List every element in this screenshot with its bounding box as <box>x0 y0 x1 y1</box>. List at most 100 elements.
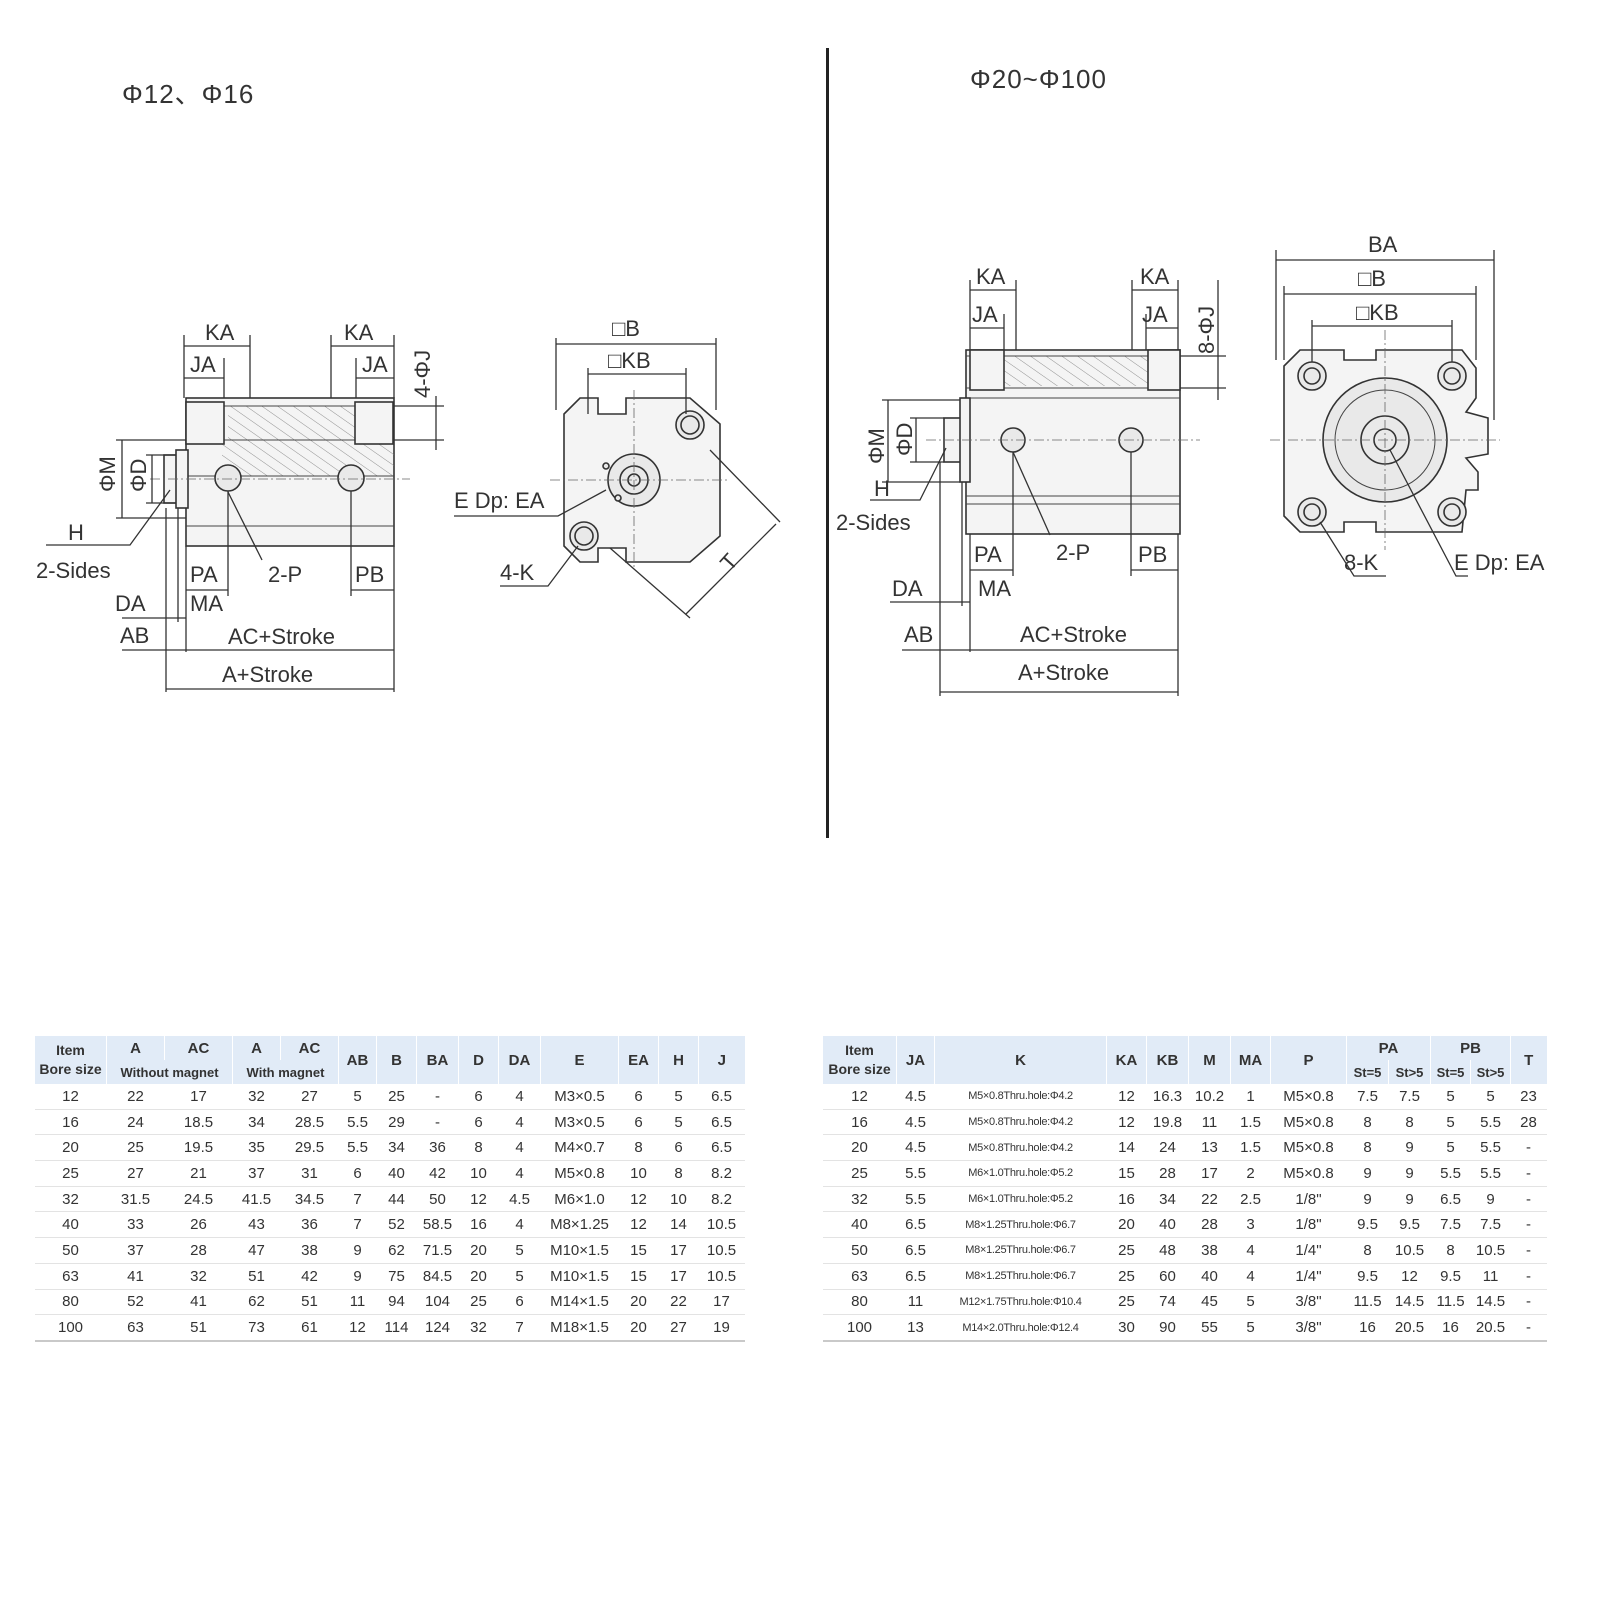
table-cell: M4×0.7 <box>540 1134 619 1162</box>
right-side-view: KA JA KA JA 8-ΦJ ΦM ΦD H 2-Sides PA PB 2… <box>836 264 1226 696</box>
table-cell: 4 <box>498 1134 541 1162</box>
table-cell: 25 <box>458 1289 499 1316</box>
table-cell: 28 <box>1146 1160 1189 1187</box>
table-cell: 8 <box>1346 1237 1389 1264</box>
table-cell: 20 <box>1106 1211 1147 1239</box>
dim-ja-1: JA <box>190 352 216 377</box>
bore-size-cell: 63 <box>822 1263 897 1290</box>
bore-size-cell: 16 <box>34 1109 107 1136</box>
dim-ma: MA <box>190 591 223 616</box>
dim-ab: AB <box>120 623 149 648</box>
table-cell: 21 <box>164 1160 233 1187</box>
dim-h: H <box>874 476 890 501</box>
table-cell: 9 <box>1470 1186 1511 1213</box>
table-cell: 30 <box>1106 1314 1147 1342</box>
port-hole-1 <box>214 464 242 492</box>
left-front-view: □B □KB T E Dp: EA 4-K <box>454 316 781 619</box>
header-a-with-magnet: A <box>232 1036 281 1060</box>
table-cell: 43 <box>232 1211 281 1239</box>
table-cell: 5 <box>338 1084 377 1110</box>
header-ab: AB <box>338 1036 377 1084</box>
table-cell: 11.5 <box>1430 1289 1471 1316</box>
table-cell: 8 <box>1430 1237 1471 1264</box>
table-cell: 5 <box>1470 1084 1511 1110</box>
table-cell: 36 <box>416 1134 459 1162</box>
table-cell: 6.5 <box>896 1211 935 1239</box>
table-cell: 6.5 <box>698 1084 745 1110</box>
table-cell: 8 <box>618 1134 659 1162</box>
table-cell: 34 <box>1146 1186 1189 1213</box>
dim-ja-1: JA <box>972 302 998 327</box>
table-cell: 34.5 <box>280 1186 339 1213</box>
table-cell: 20 <box>618 1314 659 1342</box>
table-cell: 6 <box>658 1134 699 1162</box>
bore-size-cell: 100 <box>34 1314 107 1342</box>
table-cell: - <box>1510 1134 1547 1162</box>
table-cell: M8×1.25 <box>540 1211 619 1239</box>
bore-size-cell: 12 <box>34 1084 107 1110</box>
table-cell: M8×1.25Thru.hole:Φ6.7 <box>934 1237 1107 1264</box>
bore-size-cell: 25 <box>34 1160 107 1187</box>
left-side-view: KA JA KA JA 4-ΦJ ΦM ΦD H 2-Sides PA PB 2… <box>36 320 444 692</box>
bore-size-cell: 12 <box>822 1084 897 1110</box>
table-cell: 5 <box>1230 1289 1271 1316</box>
dim-ka-2: KA <box>1140 264 1170 289</box>
dim-t: T <box>715 549 743 576</box>
table-cell: 41 <box>106 1263 165 1290</box>
table-cell: 28 <box>1188 1211 1231 1239</box>
end-cap-left <box>185 401 225 445</box>
table-cell: 62 <box>376 1237 417 1264</box>
bore-size-cell: 80 <box>34 1289 107 1316</box>
table-cell: - <box>1510 1237 1547 1264</box>
dim-4-k: 4-K <box>500 560 535 585</box>
table-cell: - <box>1510 1186 1547 1213</box>
table-cell: 22 <box>1188 1186 1231 1213</box>
table-cell: 90 <box>1146 1314 1189 1342</box>
table-cell: 1 <box>1230 1084 1271 1110</box>
table-cell: M3×0.5 <box>540 1109 619 1136</box>
table-cell: 27 <box>280 1084 339 1110</box>
table-cell: 16.3 <box>1146 1084 1189 1110</box>
table-cell: 8.2 <box>698 1186 745 1213</box>
table-cell: 19.5 <box>164 1134 233 1162</box>
table-cell: 37 <box>232 1160 281 1187</box>
header-j: J <box>698 1036 745 1084</box>
dim-e-dp-ea: E Dp: EA <box>454 488 545 513</box>
table-cell: 104 <box>416 1289 459 1316</box>
table-cell: M5×0.8 <box>1270 1160 1347 1187</box>
table-cell: 26 <box>164 1211 233 1239</box>
vertical-divider <box>826 48 829 838</box>
table-cell: 41.5 <box>232 1186 281 1213</box>
dim-8-phi-j: 8-ΦJ <box>1194 306 1219 354</box>
header-ac-with-magnet: AC <box>280 1036 339 1060</box>
table-cell: 1/8" <box>1270 1186 1347 1213</box>
table-cell: 3/8" <box>1270 1314 1347 1342</box>
table-cell: M5×0.8 <box>1270 1109 1347 1136</box>
right-drawing-title: Φ20~Φ100 <box>970 64 1107 94</box>
table-cell: 10.5 <box>698 1263 745 1290</box>
table-cell: 16 <box>1346 1314 1389 1342</box>
bore-size-cell: 100 <box>822 1314 897 1342</box>
table-cell: 31.5 <box>106 1186 165 1213</box>
header-a-without-magnet: A <box>106 1036 165 1060</box>
table-cell: 16 <box>1106 1186 1147 1213</box>
table-cell: 25 <box>1106 1237 1147 1264</box>
table-cell: 16 <box>1430 1314 1471 1342</box>
table-cell: 52 <box>106 1289 165 1316</box>
table-cell: 6.5 <box>698 1134 745 1162</box>
port-hole-2 <box>337 464 365 492</box>
table-cell: 1.5 <box>1230 1109 1271 1136</box>
header-ba: BA <box>416 1036 459 1084</box>
table-cell: 27 <box>658 1314 699 1342</box>
table-cell: 34 <box>232 1109 281 1136</box>
header-pa-st-eq-5: St=5 <box>1346 1060 1389 1084</box>
header-pb: PB <box>1430 1036 1511 1060</box>
